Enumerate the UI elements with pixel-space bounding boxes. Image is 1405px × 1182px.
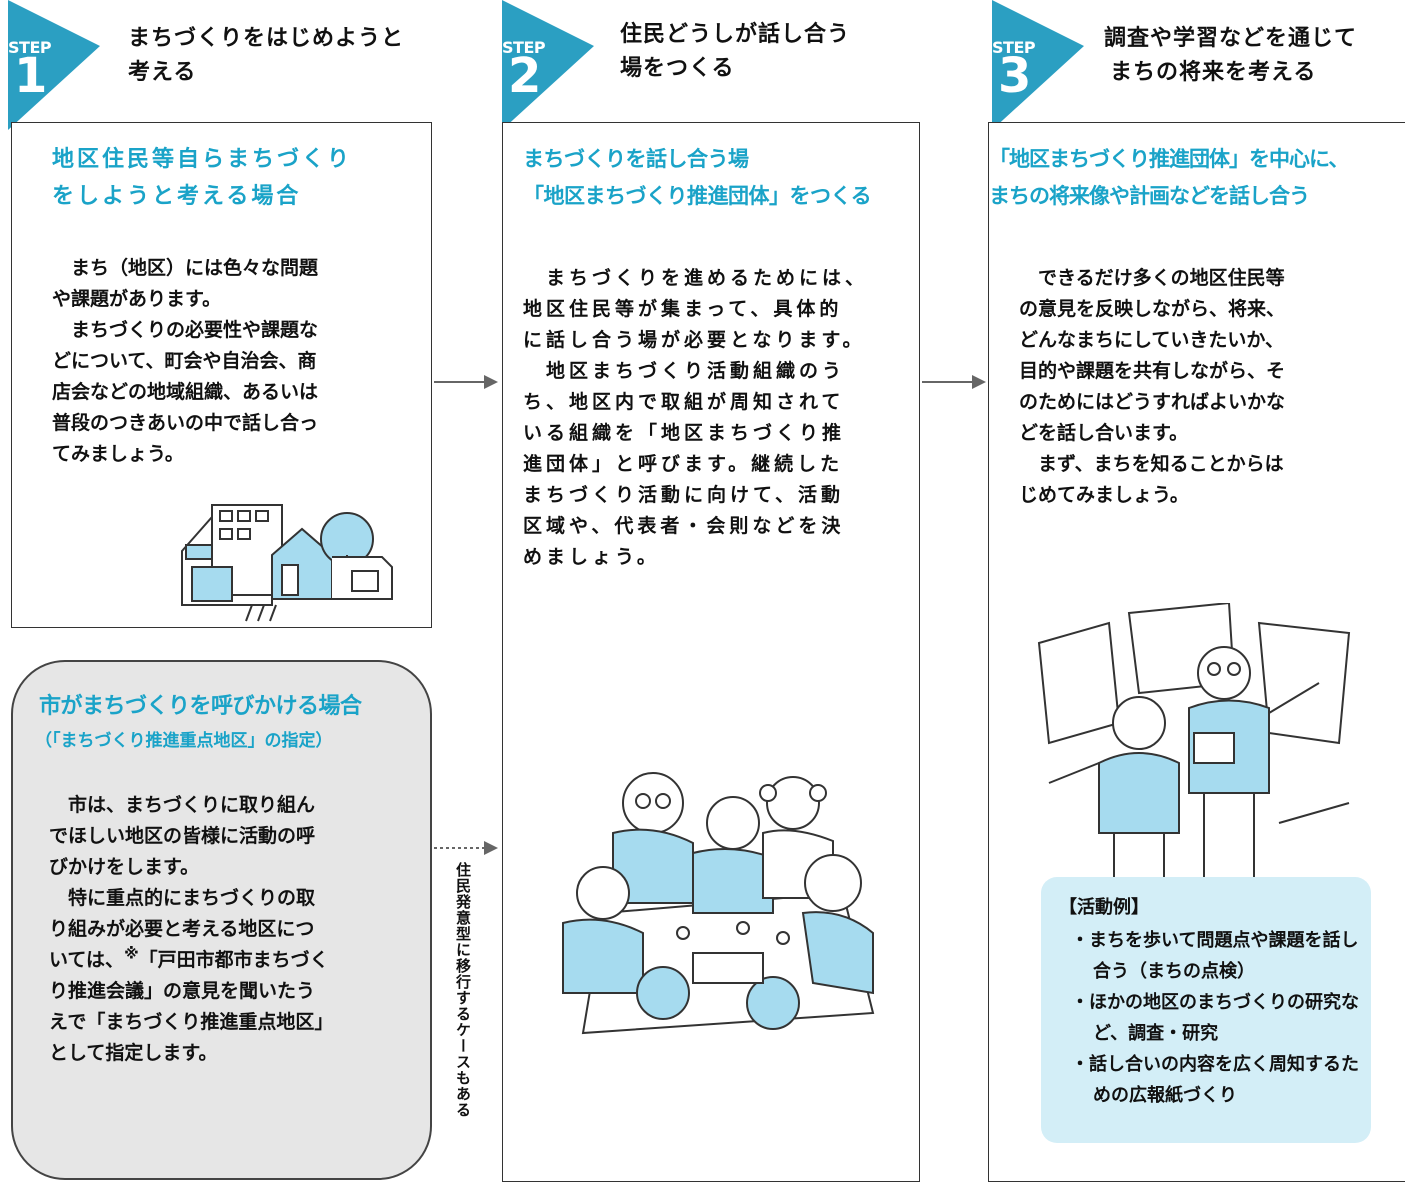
- step-badge-number: 2: [508, 48, 542, 104]
- step-title-line: 調査や学習などを通じて: [1104, 26, 1358, 51]
- step-badge-number: 1: [14, 48, 48, 104]
- dotted-arrow-city-to-step2: [434, 841, 498, 855]
- step-badge-label: STEP: [8, 38, 52, 57]
- activity-examples-title: 【活動例】: [1059, 897, 1149, 918]
- step-badge-1: STEP 1: [0, 0, 100, 130]
- city-case-body-text: 市は、まちづくりに取り組ん でほしい地区の皆様に活動の呼 びかけをします。 特に…: [49, 794, 316, 971]
- step-badge-3: STEP 3: [984, 0, 1084, 130]
- city-case-heading: 市がまちづくりを呼びかける場合: [39, 694, 362, 719]
- meeting-illustration: [562, 772, 875, 1035]
- step3-heading: 「地区まちづくり推進団体」を中心に、 まちの将来像や計画などを話し合う: [989, 141, 1349, 215]
- heading-line: まちづくりを話し合う場: [523, 147, 749, 171]
- step2-box: まちづくりを話し合う場 「地区まちづくり推進団体」をつくる まちづくりを進めるた…: [502, 122, 920, 1182]
- heading-line: をしようと考える場合: [52, 184, 302, 209]
- note-mark: ※: [124, 944, 139, 963]
- step-title-line: 考える: [128, 60, 197, 85]
- arrow-step1-to-step2: [434, 375, 498, 389]
- heading-line: 地区住民等自らまちづくり: [52, 147, 353, 172]
- activity-examples-list: まちを歩いて問題点や課題を話し合う（まちの点検） ほかの地区のまちづくりの研究な…: [1071, 925, 1366, 1111]
- city-case-body-text: 「戸田市都市まちづく り推進会議」の意見を聞いたう えで「まちづくり推進重点地区…: [49, 949, 334, 1064]
- step-title-line: 住民どうしが話し合う: [620, 22, 851, 47]
- step-title-line: まちづくりをはじめようと: [128, 26, 405, 51]
- step-title-1: まちづくりをはじめようと 考える: [128, 22, 404, 90]
- step2-body: まちづくりを進めるためには、 地区住民等が集まって、具体的 に話し合う場が必要と…: [523, 267, 869, 568]
- step1-box: 地区住民等自らまちづくり をしようと考える場合 まち（地区）には色々な問題 や課…: [11, 122, 432, 628]
- list-item: ほかの地区のまちづくりの研究など、調査・研究: [1071, 987, 1366, 1049]
- step-title-3: 調査や学習などを通じて まちの将来を考える: [1104, 22, 1357, 90]
- transition-note: 住民発意型に移行するケースもある: [454, 862, 472, 1118]
- town-walk-illustration: [1037, 603, 1351, 883]
- step2-heading: まちづくりを話し合う場 「地区まちづくり推進団体」をつくる: [523, 141, 872, 215]
- city-case-subheading: （「まちづくり推進重点地区」の指定）: [35, 731, 333, 751]
- list-item: 話し合いの内容を広く周知するための広報紙づくり: [1071, 1049, 1366, 1111]
- step-badge-2: STEP 2: [494, 0, 594, 130]
- step1-heading: 地区住民等自らまちづくり をしようと考える場合: [52, 141, 352, 215]
- step-badge-number: 3: [998, 48, 1032, 104]
- heading-line: まちの将来像や計画などを話し合う: [989, 184, 1310, 208]
- arrow-step2-to-step3: [922, 375, 986, 389]
- step1-body: まち（地区）には色々な問題 や課題があります。 まちづくりの必要性や課題な どに…: [52, 257, 319, 465]
- step3-box: 「地区まちづくり推進団体」を中心に、 まちの将来像や計画などを話し合う できるだ…: [988, 122, 1405, 1182]
- city-case-body: 市は、まちづくりに取り組ん でほしい地区の皆様に活動の呼 びかけをします。 特に…: [49, 790, 409, 1069]
- step-badge-label: STEP: [992, 38, 1036, 57]
- activity-examples-panel: 【活動例】 まちを歩いて問題点や課題を話し合う（まちの点検） ほかの地区のまちづ…: [1041, 877, 1371, 1143]
- step3-body: できるだけ多くの地区住民等 の意見を反映しながら、将来、 どんなまちにしていきた…: [1019, 267, 1286, 506]
- city-case-box: 市がまちづくりを呼びかける場合 （「まちづくり推進重点地区」の指定） 市は、まち…: [11, 660, 432, 1180]
- heading-line: 「地区まちづくり推進団体」を中心に、: [989, 147, 1349, 171]
- step-title-line: 場をつくる: [620, 56, 735, 81]
- step-title-2: 住民どうしが話し合う 場をつくる: [620, 18, 850, 86]
- list-item: まちを歩いて問題点や課題を話し合う（まちの点検）: [1071, 925, 1366, 987]
- house-illustration: [181, 504, 393, 622]
- step-badge-label: STEP: [502, 38, 546, 57]
- heading-line: 「地区まちづくり推進団体」をつくる: [523, 184, 872, 208]
- step-title-line: まちの将来を考える: [1110, 60, 1317, 85]
